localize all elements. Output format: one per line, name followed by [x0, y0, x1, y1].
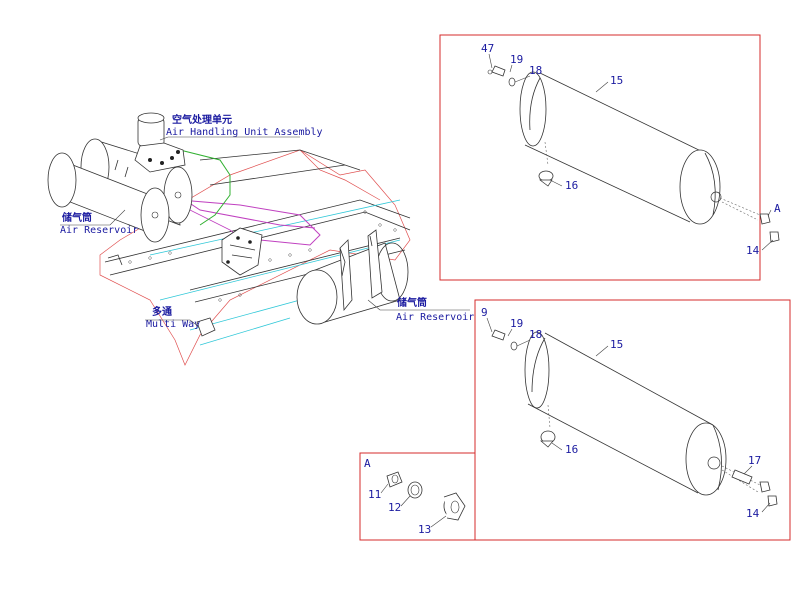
assembly-labels: 空气处理单元 Air Handling Unit Assembly 储气筒 Ai…: [60, 113, 474, 330]
top-callouts: 47 19 18 15 16 A 14: [481, 42, 781, 257]
mid-reservoir-label-cn: 储气筒: [396, 296, 427, 309]
air-handling-label-cn: 空气处理单元: [172, 113, 232, 126]
detail-callout-11: 11: [368, 488, 381, 501]
bottom-callout-16: 16: [565, 443, 578, 456]
top-callout-19: 19: [510, 53, 523, 66]
bottom-callout-18: 18: [529, 328, 542, 341]
detail-a-title: A: [364, 457, 371, 470]
middle-air-reservoir: [296, 229, 409, 325]
top-callout-15: 15: [610, 74, 623, 87]
air-handling-label-en: Air Handling Unit Assembly: [166, 127, 323, 138]
multiway-label-en: Multi Way: [146, 319, 200, 330]
air-handling-unit: [134, 112, 186, 173]
top-panel-frame: [439, 34, 761, 281]
multi-way-fitting: [107, 254, 216, 337]
chassis-assembly: [99, 149, 411, 366]
detail-a-frame: [359, 452, 476, 541]
bottom-callout-9: 9: [481, 306, 488, 319]
detail-callout-12: 12: [388, 501, 401, 514]
top-callout-47: 47: [481, 42, 494, 55]
bottom-callout-19: 19: [510, 317, 523, 330]
bottom-callout-14: 14: [746, 507, 760, 520]
bottom-callouts: 9 19 18 15 16 17 14: [481, 306, 771, 520]
left-reservoir-label-cn: 储气筒: [61, 211, 92, 224]
bottom-callout-17: 17: [748, 454, 761, 467]
bottom-panel-frame: [474, 299, 791, 541]
detail-callout-13: 13: [418, 523, 431, 536]
top-callout-a: A: [774, 202, 781, 215]
bottom-reservoir: [491, 329, 778, 507]
top-callout-16: 16: [565, 179, 578, 192]
left-reservoir-label-en: Air Reservoir: [60, 225, 138, 236]
detail-a-parts: [386, 471, 466, 521]
multiway-label-cn: 多通: [152, 305, 172, 318]
valve-cluster: [221, 227, 263, 276]
mid-reservoir-label-en: Air Reservoir: [396, 312, 474, 323]
top-reservoir: [487, 65, 780, 243]
top-callout-18: 18: [529, 64, 542, 77]
top-callout-14: 14: [746, 244, 760, 257]
detail-a-callouts: A 11 12 13: [364, 457, 447, 536]
bottom-callout-15: 15: [610, 338, 623, 351]
